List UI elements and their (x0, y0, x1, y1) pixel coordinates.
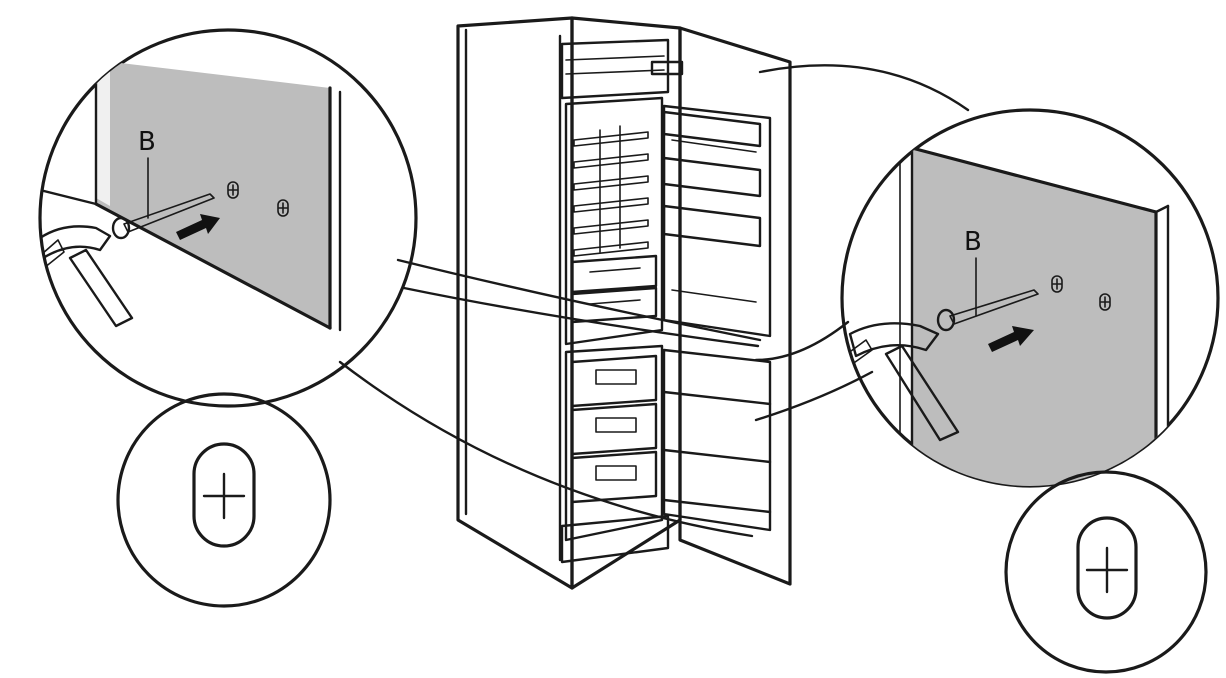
callout-connectors (338, 64, 970, 538)
left-door-panel (96, 60, 330, 328)
arrow-icon (988, 326, 1034, 352)
hole-marker-icon (1076, 516, 1138, 620)
left-detail-circle (38, 28, 418, 408)
top-hinge (650, 60, 684, 76)
fridge-cabinet (456, 16, 684, 590)
fridge-door (662, 26, 792, 586)
nail-icon (111, 193, 215, 240)
hole-marker-icon (1051, 275, 1111, 311)
left-callout-label: B (138, 127, 156, 157)
arrow-icon (176, 214, 220, 240)
hole-marker-icon (192, 442, 256, 548)
freezer-compartment (564, 344, 664, 542)
right-door-panel (912, 148, 1156, 486)
crisper-drawers (570, 254, 658, 324)
left-hole-magnifier (116, 392, 332, 608)
right-hole-magnifier (1004, 470, 1208, 674)
fridge-compartment (564, 96, 664, 346)
right-detail: B (840, 108, 1220, 488)
left-detail: B (38, 28, 418, 408)
fridge-shelves (573, 125, 649, 257)
door-panel (678, 26, 792, 586)
freezer-drawers (570, 354, 658, 504)
hole-marker-icon (227, 181, 289, 217)
right-callout-label: B (964, 227, 982, 257)
hammer-icon (40, 225, 134, 328)
nail-icon (936, 289, 1039, 332)
